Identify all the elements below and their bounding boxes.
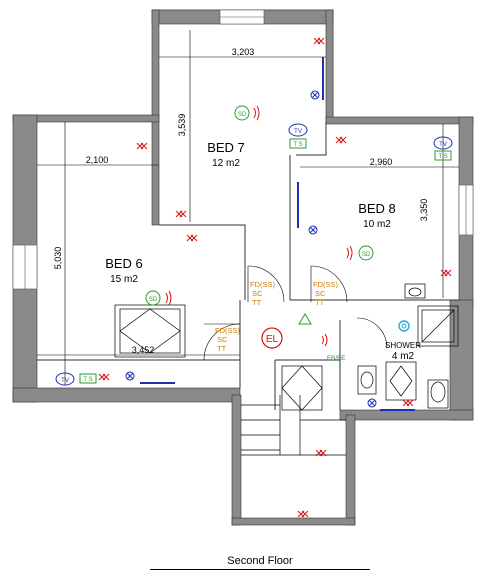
light-icon bbox=[125, 371, 135, 381]
room-name-bed7: BED 7 bbox=[207, 140, 245, 155]
fire-door-label: FD(SS) SC TT bbox=[250, 280, 276, 307]
alarm-marker bbox=[98, 373, 110, 381]
room-area-bed7: 12 m2 bbox=[212, 158, 240, 169]
fire-sign bbox=[298, 313, 312, 325]
internal-walls bbox=[37, 122, 459, 410]
alarm-marker bbox=[440, 269, 452, 277]
svg-text:FD(SS): FD(SS) bbox=[313, 280, 339, 289]
stair-cupboard bbox=[281, 365, 323, 411]
smoke-detector-icon bbox=[321, 333, 328, 347]
alarm-marker bbox=[313, 37, 325, 45]
room-area-shower: 4 m2 bbox=[392, 351, 415, 362]
fire-door-label: FD(SS) SC TT bbox=[215, 326, 241, 353]
svg-text:TT: TT bbox=[252, 298, 262, 307]
light-icon bbox=[367, 398, 377, 408]
dim-bed8-height: 3,350 bbox=[419, 199, 429, 222]
floor-title: Second Floor bbox=[150, 555, 370, 570]
svg-text:SC: SC bbox=[252, 289, 263, 298]
dimension-lines bbox=[37, 30, 459, 385]
alarm-marker bbox=[175, 210, 187, 218]
smoke-detector-icon: SD bbox=[145, 290, 172, 306]
tv-points: TV T S TV T S TV T S bbox=[55, 123, 453, 386]
svg-text:TV: TV bbox=[61, 378, 69, 384]
alarm-marker bbox=[297, 510, 309, 518]
dim-bed6-width-bottom: 3,452 bbox=[132, 345, 155, 355]
emergency-light: EL bbox=[261, 327, 283, 349]
svg-text:TT: TT bbox=[315, 298, 325, 307]
alarm-marker bbox=[335, 136, 347, 144]
svg-text:TV: TV bbox=[294, 129, 302, 135]
door-swings bbox=[203, 265, 388, 361]
svg-text:FD(SS): FD(SS) bbox=[250, 280, 276, 289]
tv-icon: TV T S bbox=[433, 136, 453, 161]
room-labels: BED 7 12 m2 BED 8 10 m2 BED 6 15 m2 SHOW… bbox=[105, 140, 421, 362]
svg-text:T S: T S bbox=[438, 154, 447, 160]
svg-text:FD(SS): FD(SS) bbox=[215, 326, 241, 335]
tv-icon: TV T S bbox=[288, 123, 308, 149]
dim-bed7-width: 3,203 bbox=[232, 47, 255, 57]
windows bbox=[12, 9, 474, 290]
emergency-light-label: EL bbox=[266, 334, 279, 345]
tv-icon: TV T S bbox=[55, 372, 97, 386]
alarm-markers bbox=[98, 37, 452, 518]
bed-6-furniture bbox=[114, 304, 186, 358]
shower-tray bbox=[417, 305, 459, 347]
dim-bed8-width: 2,960 bbox=[370, 157, 393, 167]
dim-bed7-height: 3,539 bbox=[177, 114, 187, 137]
light-icon bbox=[310, 90, 320, 100]
svg-text:TT: TT bbox=[217, 344, 227, 353]
svg-text:T S: T S bbox=[293, 142, 302, 148]
extractor-fan bbox=[398, 320, 410, 332]
dimension-texts: 3,203 3,539 2,960 3,350 2,100 3,452 5,03… bbox=[53, 47, 429, 355]
alarm-marker bbox=[402, 399, 414, 407]
room-name-shower: SHOWER bbox=[385, 341, 421, 350]
light-fittings bbox=[125, 57, 415, 411]
fire-door-label: FD(SS) SC TT bbox=[313, 280, 339, 307]
staircase bbox=[241, 395, 346, 456]
room-name-bed6: BED 6 bbox=[105, 256, 143, 271]
svg-text:SC: SC bbox=[315, 289, 326, 298]
fire-door-labels: FD(SS) SC TT FD(SS) SC TT FD(SS) SC TT F… bbox=[215, 280, 346, 362]
svg-text:T S: T S bbox=[83, 377, 92, 383]
svg-text:SC: SC bbox=[217, 335, 228, 344]
svg-text:SD: SD bbox=[149, 297, 158, 303]
smoke-detectors: SD SD SD bbox=[145, 105, 374, 347]
svg-text:SD: SD bbox=[362, 252, 371, 258]
smoke-detector-icon: SD bbox=[234, 105, 260, 121]
room-area-bed6: 15 m2 bbox=[110, 274, 138, 285]
dim-bed6-height: 5,030 bbox=[53, 247, 63, 270]
alarm-marker bbox=[186, 234, 198, 242]
light-icon bbox=[308, 225, 318, 235]
smoke-detector-icon: SD bbox=[346, 245, 374, 261]
alarm-marker bbox=[136, 142, 148, 150]
bathroom-fixtures bbox=[357, 283, 449, 409]
svg-text:TV: TV bbox=[439, 142, 447, 148]
alarm-marker bbox=[315, 449, 327, 457]
fb-fe-label: FB/FE bbox=[327, 355, 346, 362]
room-name-bed8: BED 8 bbox=[358, 201, 396, 216]
room-area-bed8: 10 m2 bbox=[363, 219, 391, 230]
dim-bed6-width-top: 2,100 bbox=[86, 155, 109, 165]
walls bbox=[12, 9, 474, 526]
svg-text:SD: SD bbox=[238, 112, 247, 118]
